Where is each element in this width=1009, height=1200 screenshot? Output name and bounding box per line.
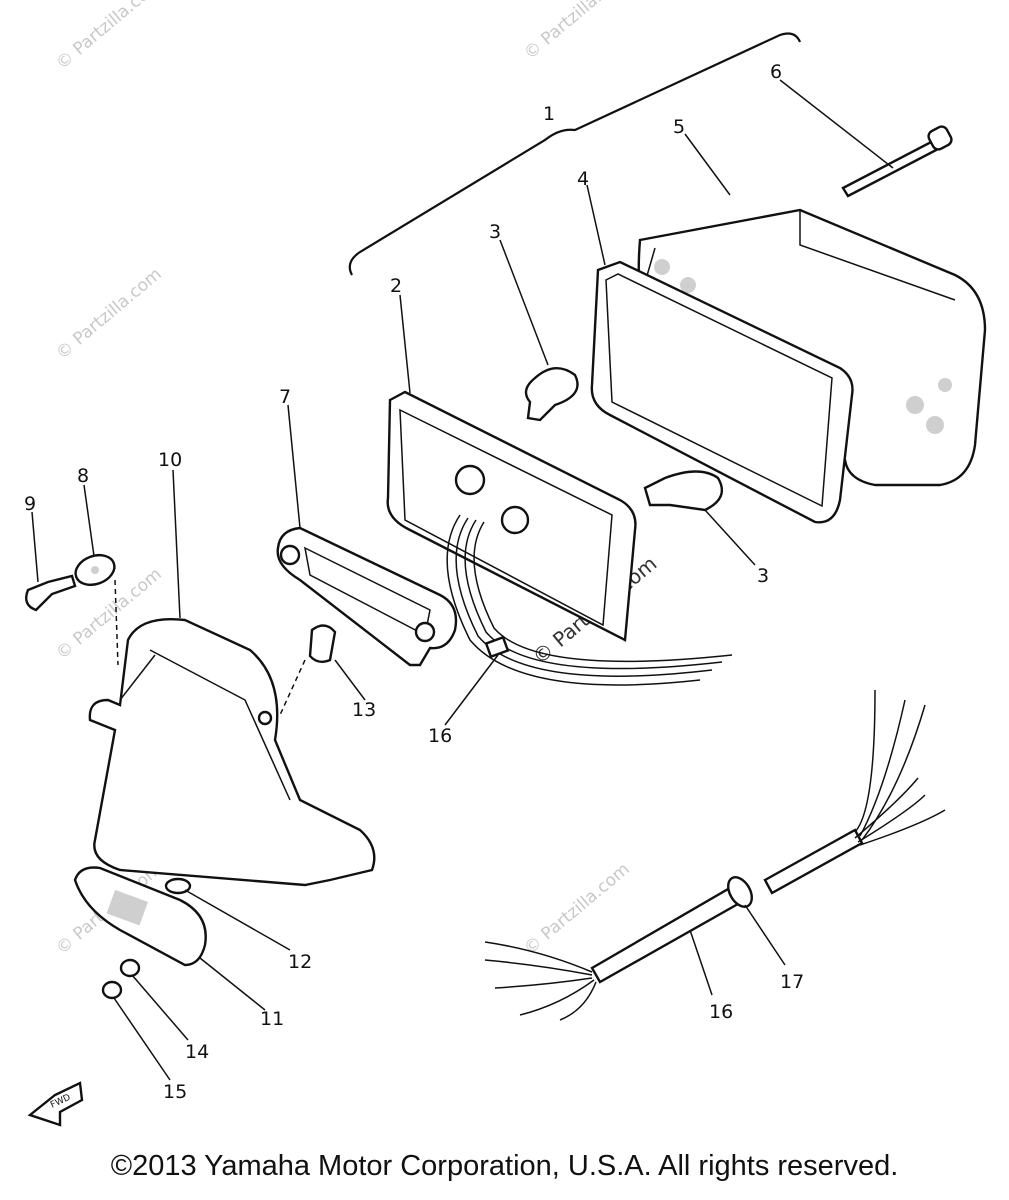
watermark: © Partzilla.com	[520, 0, 633, 64]
label-part-6: 6	[770, 61, 782, 83]
label-part-3-lower: 3	[757, 565, 769, 587]
gasket-part-4	[590, 260, 854, 524]
label-part-17: 17	[780, 971, 804, 993]
label-part-10: 10	[158, 449, 182, 471]
label-part-11: 11	[260, 1008, 284, 1030]
label-part-16-upper: 16	[428, 725, 452, 747]
label-part-8: 8	[77, 465, 89, 487]
license-light-part-11	[73, 866, 207, 967]
exploded-view-drawing: © Partzilla.com © Partzilla.com © Partzi…	[24, 0, 987, 1127]
label-part-16-lower: 16	[709, 1001, 733, 1023]
label-part-5: 5	[673, 116, 685, 138]
label-part-4: 4	[577, 168, 589, 190]
forward-arrow: FWD	[27, 1081, 84, 1127]
assembly-bracket	[348, 32, 802, 276]
screw-part-15	[101, 980, 123, 1000]
leader-lines	[31, 79, 894, 1081]
label-part-12: 12	[288, 951, 312, 973]
license-bracket-part-10	[88, 618, 376, 887]
label-part-13: 13	[352, 699, 376, 721]
bulb-part-3-upper	[524, 367, 579, 422]
part-labels: 1 2 3 3 4 5 6 7 8 9 10 11 12 13 14 15 16…	[24, 61, 804, 1103]
label-part-2: 2	[390, 275, 402, 297]
bolt-part-9	[25, 574, 77, 612]
label-part-3-upper: 3	[489, 221, 501, 243]
watermark: © Partzilla.com	[52, 0, 165, 74]
label-part-1: 1	[543, 103, 555, 125]
label-part-9: 9	[24, 493, 36, 515]
base-plate-part-2	[386, 390, 637, 642]
wire-harness-lower-part-16	[484, 689, 946, 1021]
label-part-15: 15	[163, 1081, 187, 1103]
bulb-part-3-lower	[643, 470, 723, 512]
frame-part-7	[276, 526, 458, 667]
watermark: © Partzilla.com	[52, 264, 165, 364]
copyright-notice: ©2013 Yamaha Motor Corporation, U.S.A. A…	[110, 1150, 899, 1182]
grommet-part-13	[308, 624, 337, 663]
collar-part-8	[74, 553, 116, 587]
screw-part-6	[841, 125, 953, 198]
wire-harness-upper	[446, 514, 733, 686]
label-part-7: 7	[279, 386, 291, 408]
nut-part-14	[119, 958, 141, 978]
grommet-part-17	[727, 876, 753, 908]
watermark: © Partzilla.com	[520, 859, 633, 959]
washer-part-12	[164, 877, 192, 895]
label-part-14: 14	[185, 1041, 209, 1063]
